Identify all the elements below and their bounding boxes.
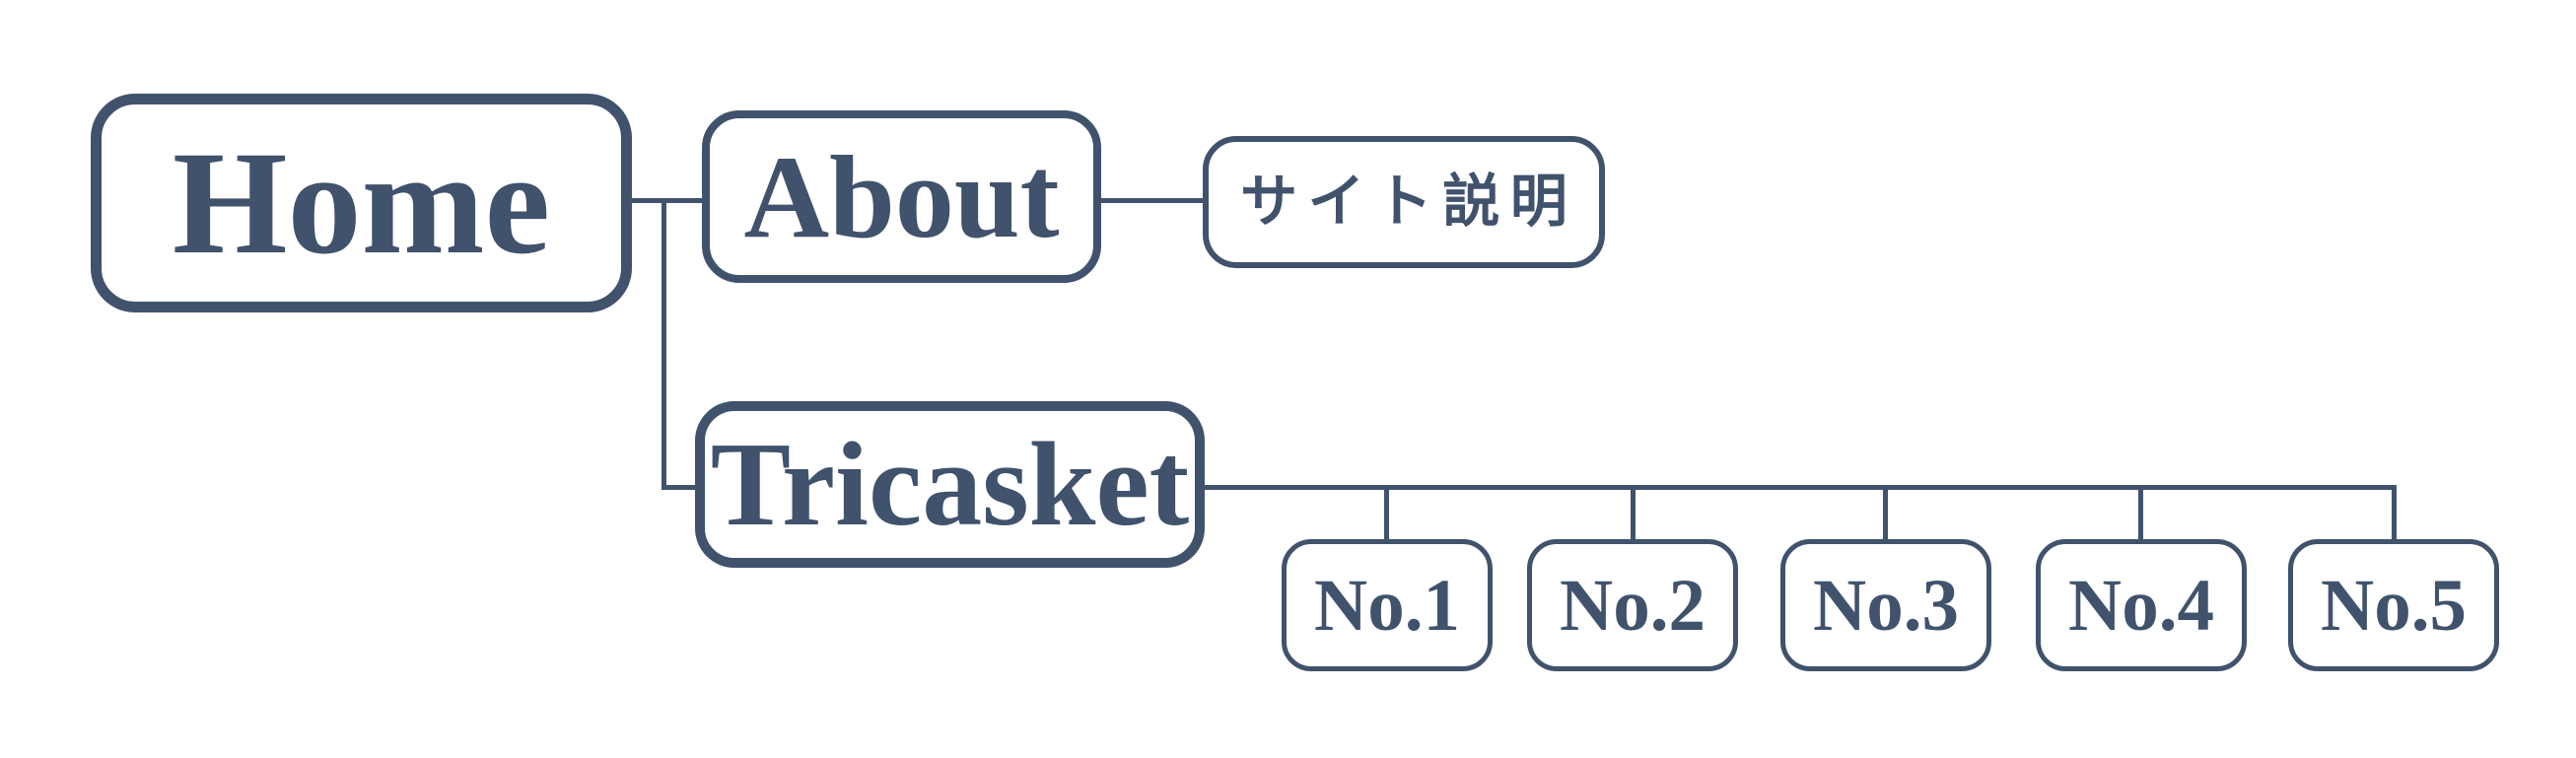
node-no1: No.1 xyxy=(1282,539,1493,671)
connector-tricasket-trunk xyxy=(1203,485,2397,490)
node-no3: No.3 xyxy=(1780,539,1991,671)
connector-stub-no5 xyxy=(2392,485,2397,544)
connector-stub-no1 xyxy=(1384,485,1389,544)
node-no5: No.5 xyxy=(2288,539,2499,671)
node-site-description: サイト説明 xyxy=(1203,136,1605,268)
node-tricasket: Tricasket xyxy=(695,401,1205,568)
node-about: About xyxy=(702,110,1101,283)
connector-stub-no2 xyxy=(1631,485,1636,544)
node-home: Home xyxy=(91,94,632,312)
node-no4: No.4 xyxy=(2036,539,2247,671)
connector-branch-vertical xyxy=(661,198,666,490)
connector-home-branch xyxy=(631,198,702,203)
connector-branch-tricasket xyxy=(661,485,699,490)
connector-stub-no4 xyxy=(2138,485,2143,544)
connector-about-sitedesc xyxy=(1101,198,1205,203)
node-no2: No.2 xyxy=(1527,539,1738,671)
connector-stub-no3 xyxy=(1883,485,1888,544)
